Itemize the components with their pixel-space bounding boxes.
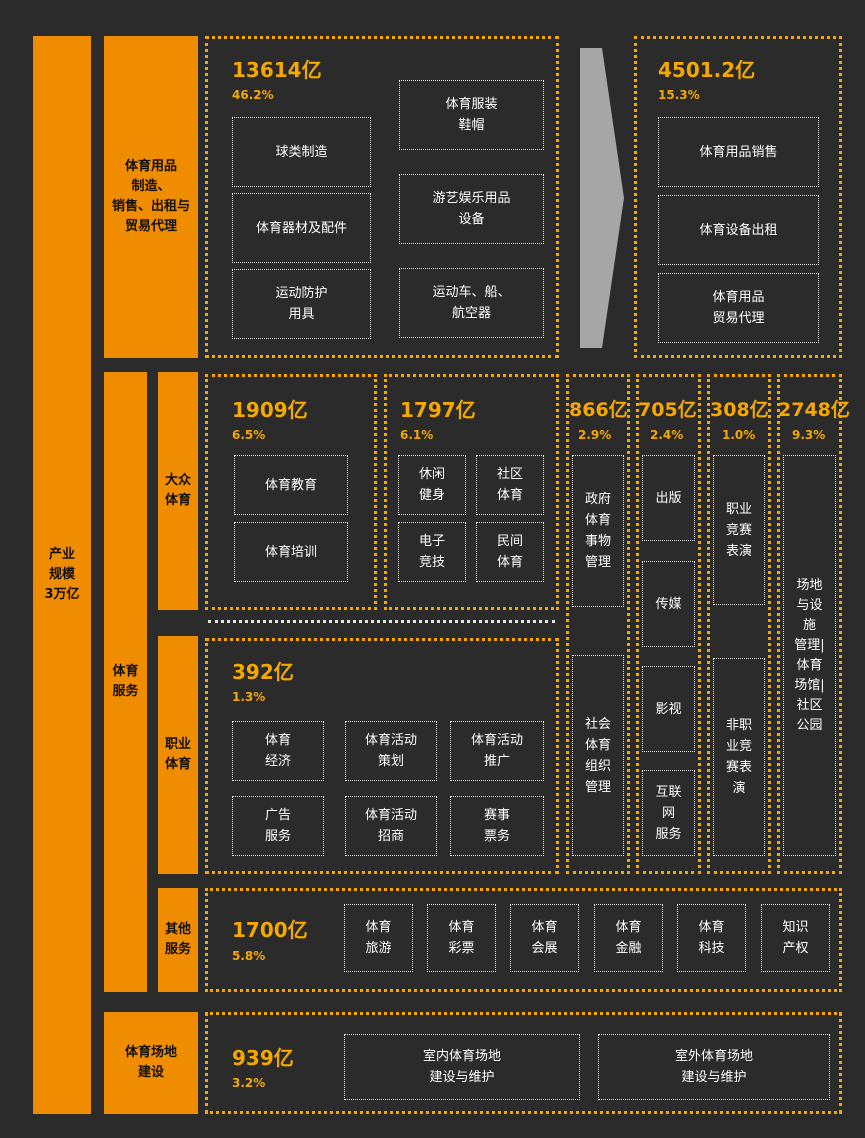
pro-sports-share: 1.3%	[232, 690, 266, 704]
production-item: 运动车、船、 航空器	[399, 268, 544, 338]
production-section	[205, 36, 559, 358]
management-item: 社会 体育 组织 管理	[572, 655, 624, 856]
section-divider	[208, 620, 555, 623]
education-section	[205, 374, 377, 610]
production-share: 46.2%	[232, 88, 274, 102]
media-item: 影视	[642, 666, 695, 752]
sales-item: 体育设备出租	[658, 195, 819, 265]
media-value: 705亿	[638, 399, 697, 421]
production-value: 13614亿	[232, 58, 322, 82]
pro-sports-item: 体育活动 策划	[345, 721, 437, 781]
venues-mgmt-value: 2748亿	[778, 399, 850, 421]
other-services-section	[205, 888, 842, 992]
other-services-value: 1700亿	[232, 918, 308, 942]
recreation-item: 休闲 健身	[398, 455, 466, 515]
sales-value: 4501.2亿	[658, 58, 756, 82]
pro-sports-value: 392亿	[232, 660, 294, 684]
pro-sports-section	[205, 638, 559, 874]
construction-value: 939亿	[232, 1046, 294, 1070]
recreation-share: 6.1%	[400, 428, 434, 442]
education-share: 6.5%	[232, 428, 266, 442]
media-item: 出版	[642, 455, 695, 541]
other-services-item: 体育 彩票	[427, 904, 496, 972]
mass-sports-label: 大众 体育	[158, 372, 198, 610]
media-item: 互联 网 服务	[642, 770, 695, 856]
other-services-share: 5.8%	[232, 949, 266, 963]
pro-sports-label: 职业 体育	[158, 636, 198, 874]
manufacturing-label: 体育用品 制造、 销售、出租与 贸易代理	[104, 36, 198, 358]
sales-item: 体育用品销售	[658, 117, 819, 187]
management-value: 866亿	[569, 399, 628, 421]
recreation-item: 电子 竞技	[398, 522, 466, 582]
competition-share: 1.0%	[722, 428, 756, 442]
services-label: 体育 服务	[104, 372, 147, 992]
media-share: 2.4%	[650, 428, 684, 442]
education-item: 体育培训	[234, 522, 348, 582]
production-item: 体育服装 鞋帽	[399, 80, 544, 150]
industry-total-bar: 产业 规模 3万亿	[33, 36, 91, 1114]
media-section	[636, 374, 701, 874]
pro-sports-item: 体育活动 招商	[345, 796, 437, 856]
other-services-item: 体育 科技	[677, 904, 746, 972]
management-section	[566, 374, 630, 874]
construction-section	[205, 1012, 842, 1114]
pro-sports-item: 广告 服务	[232, 796, 324, 856]
sales-section	[634, 36, 842, 358]
other-services-label: 其他 服务	[158, 888, 198, 992]
sales-share: 15.3%	[658, 88, 700, 102]
media-item: 传媒	[642, 561, 695, 647]
production-item: 体育器材及配件	[232, 193, 371, 263]
competition-item: 非职 业竞 赛表 演	[713, 658, 765, 856]
construction-item: 室外体育场地 建设与维护	[598, 1034, 830, 1100]
other-services-item: 体育 旅游	[344, 904, 413, 972]
venues-mgmt-item: 场地 与设 施 管理| 体育 场馆| 社区 公园	[783, 455, 836, 856]
recreation-item: 民间 体育	[476, 522, 544, 582]
education-item: 体育教育	[234, 455, 348, 515]
construction-share: 3.2%	[232, 1076, 266, 1090]
education-value: 1909亿	[232, 398, 308, 422]
recreation-section	[384, 374, 559, 610]
production-item: 球类制造	[232, 117, 371, 187]
sales-item: 体育用品 贸易代理	[658, 273, 819, 343]
other-services-item: 体育 金融	[594, 904, 663, 972]
recreation-item: 社区 体育	[476, 455, 544, 515]
competition-item: 职业 竞赛 表演	[713, 455, 765, 605]
pro-sports-item: 赛事 票务	[450, 796, 544, 856]
production-item: 运动防护 用具	[232, 269, 371, 339]
other-services-item: 体育 会展	[510, 904, 579, 972]
competition-value: 308亿	[710, 399, 769, 421]
management-item: 政府 体育 事物 管理	[572, 455, 624, 607]
venues-mgmt-section	[777, 374, 842, 874]
pro-sports-item: 体育活动 推广	[450, 721, 544, 781]
management-share: 2.9%	[578, 428, 612, 442]
flow-arrow-icon	[580, 48, 624, 348]
construction-label: 体育场地 建设	[104, 1012, 198, 1114]
venues-mgmt-share: 9.3%	[792, 428, 826, 442]
other-services-item: 知识 产权	[761, 904, 830, 972]
construction-item: 室内体育场地 建设与维护	[344, 1034, 580, 1100]
production-item: 游艺娱乐用品 设备	[399, 174, 544, 244]
competition-section	[707, 374, 771, 874]
recreation-value: 1797亿	[400, 398, 476, 422]
pro-sports-item: 体育 经济	[232, 721, 324, 781]
